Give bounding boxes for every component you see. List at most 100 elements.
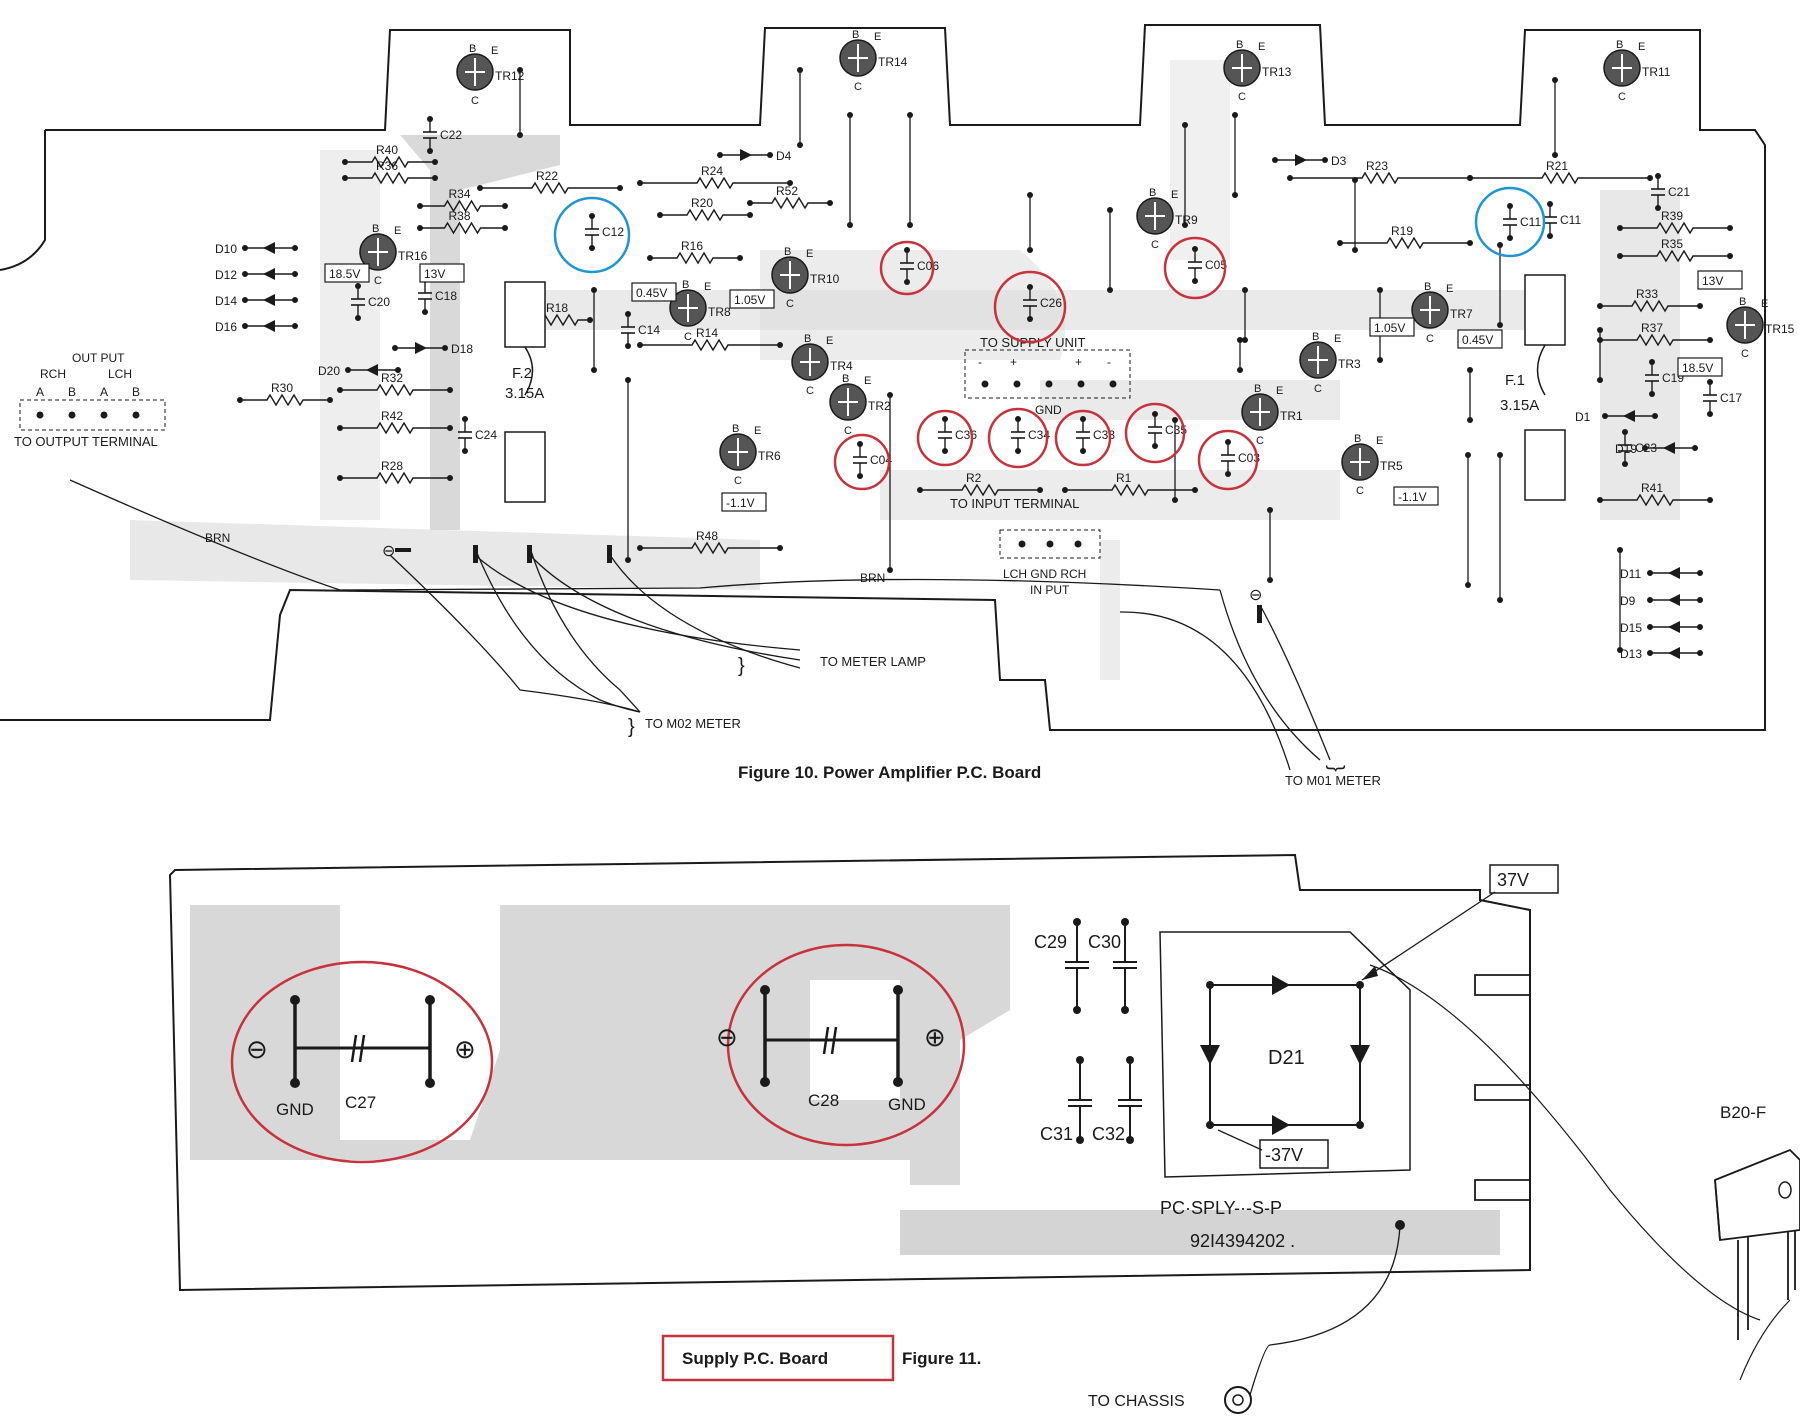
c27-gnd-label: GND: [276, 1100, 314, 1119]
pin-e-label: E: [806, 248, 813, 260]
resistor-r40: R40: [342, 143, 438, 169]
figure10-caption: Figure 10. Power Amplifier P.C. Board: [738, 763, 1041, 782]
output-pin-a2: A: [100, 385, 108, 399]
diode-d4: D4: [717, 149, 792, 163]
pin-b-label: B: [842, 373, 849, 385]
resistor-label: R1: [1116, 471, 1132, 485]
pin-e-label: E: [1446, 283, 1453, 295]
capacitor-c28: ⊖ ⊕ C28 GND: [716, 943, 966, 1147]
resistor-label: R36: [376, 159, 398, 173]
output-terminal: OUT PUT RCH LCH A B A B TO OUTPUT TERMIN…: [14, 351, 166, 449]
output-pin-a1: A: [36, 385, 44, 399]
pin-e-label: E: [394, 225, 401, 237]
pin-b-label: B: [1149, 187, 1156, 199]
resistor-r35: R35: [1617, 237, 1733, 263]
bridge-rectifier-d21: D21 -37V: [1159, 931, 1411, 1178]
c31-label: C31: [1040, 1124, 1073, 1144]
bridge-label: D21: [1268, 1047, 1305, 1069]
minus-icon: ⊖: [716, 1022, 738, 1052]
capacitor-label: C33: [1093, 428, 1115, 442]
fuse-f1-rating: 3.15A: [1500, 397, 1539, 414]
diode-label: D18: [451, 342, 473, 356]
resistor-label: R2: [966, 471, 982, 485]
pin-e-label: E: [1276, 385, 1283, 397]
resistor-r1: R1: [1062, 471, 1198, 497]
capacitor-label: C24: [475, 428, 497, 442]
voltage-label: 13V: [1702, 274, 1723, 288]
diode-label: D9: [1620, 594, 1636, 608]
resistor-r34: R34: [417, 187, 508, 213]
resistor-label: R34: [449, 187, 471, 201]
wire-meter-lamp: TO METER LAMP: [820, 654, 926, 669]
capacitor-label: C11: [1560, 213, 1581, 227]
fuse-f2-rating: 3.15A: [505, 385, 544, 402]
diode-d3: D3: [1272, 154, 1347, 168]
capacitor-c27: ⊖ ⊕ GND C27: [230, 960, 494, 1164]
pin-b-label: B: [1236, 39, 1243, 51]
capacitor-c04: C04: [853, 441, 892, 479]
resistor-label: R33: [1636, 287, 1658, 301]
diode-label: D15: [1620, 621, 1642, 635]
highlight-c33: [1054, 409, 1112, 467]
highlight-c03: [1197, 429, 1259, 491]
resistor-r19: R19: [1337, 224, 1473, 250]
input-channels: LCH GND RCH: [1003, 567, 1086, 581]
supply-traces: [190, 905, 1500, 1255]
resistor-label: R35: [1661, 237, 1683, 251]
output-pin-b2: B: [132, 385, 140, 399]
voltage-label: 0.45V: [1462, 333, 1493, 347]
capacitor-c05: C05: [1188, 246, 1227, 284]
diode-d18: D18: [392, 342, 473, 356]
output-rch: RCH: [40, 367, 66, 381]
capacitor-label: C21: [1668, 185, 1690, 199]
resistor-label: R28: [381, 459, 403, 473]
diode-d15: D15: [1620, 621, 1703, 635]
external-wires: [69, 479, 1331, 771]
resistor-r14: R14: [637, 326, 783, 352]
resistor-label: R23: [1366, 159, 1388, 173]
capacitor-label: C04: [870, 453, 892, 467]
capacitor-label: C22: [440, 128, 462, 142]
pin-b-label: B: [1354, 433, 1361, 445]
resistor-label: R32: [381, 371, 403, 385]
wire-brn-right: BRN: [860, 571, 885, 585]
c29-label: C29: [1034, 932, 1067, 952]
voltage-label: 1.05V: [1374, 321, 1405, 335]
resistor-label: R39: [1661, 209, 1683, 223]
voltage-box: 1.05V: [729, 289, 775, 309]
transistor-label: TR15: [1765, 322, 1795, 336]
pin-e-label: E: [491, 45, 498, 57]
voltage-box: 0.45V: [1457, 329, 1503, 349]
resistor-r32: R32: [337, 371, 453, 397]
pin-c-label: C: [471, 95, 479, 107]
pin-c-label: C: [1741, 348, 1749, 360]
voltage-box: 13V: [419, 263, 465, 283]
resistor-label: R24: [701, 164, 723, 178]
output-lch: LCH: [108, 367, 132, 381]
wire-m01: TO M01 METER: [1285, 773, 1381, 788]
highlight-c06: [879, 240, 935, 296]
supply-pol-3: +: [1075, 355, 1082, 369]
caption-highlight-box: [661, 1334, 895, 1382]
pin-b-label: B: [1312, 331, 1319, 343]
pin-e-label: E: [1376, 435, 1383, 447]
voltage-box: -1.1V: [1393, 486, 1439, 506]
transistor-label: TR2: [868, 399, 891, 413]
highlight-c05: [1163, 236, 1227, 300]
resistor-label: R30: [271, 381, 293, 395]
highlight-c36: [916, 409, 974, 467]
pin-e-label: E: [1171, 189, 1178, 201]
pin-c-label: C: [1151, 239, 1159, 251]
board-outline-fig11: [168, 853, 1531, 1292]
supply-gnd-label: GND: [1035, 403, 1062, 417]
capacitor-c14: C14: [621, 311, 660, 349]
output-label: TO OUTPUT TERMINAL: [14, 434, 158, 449]
voltage-label: 1.05V: [734, 293, 765, 307]
supply-pol-1: -: [978, 355, 982, 369]
